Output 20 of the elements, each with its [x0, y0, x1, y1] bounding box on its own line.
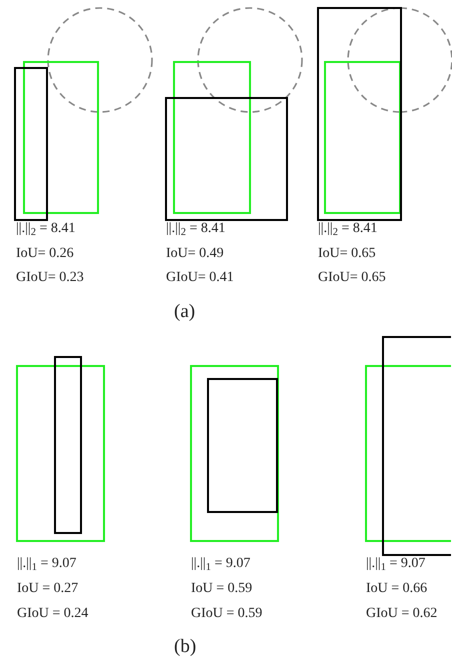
metric-value: GIoU = 0.62: [366, 605, 438, 622]
metric-value: IoU = 0.59: [191, 580, 252, 598]
metric-value: GIoU = 0.59: [191, 605, 262, 622]
metric-value: ||.||$_{2}$ = 8.41: [318, 220, 378, 238]
metric-value: IoU = 0.66: [366, 580, 428, 598]
metric-value: ||.||$_{1}$ = 9.07: [366, 555, 426, 572]
metric-value: GIoU= 0.65: [318, 269, 386, 286]
metric-value: IoU= 0.65: [318, 245, 376, 262]
subfigure-label: (b): [174, 635, 196, 659]
metric-value: ||.||$_{1}$ = 9.07: [191, 555, 250, 572]
metric-value: GIoU= 0.41: [166, 269, 234, 286]
metric-value: ||.||$_{2}$ = 8.41: [16, 220, 76, 238]
metric-value: IoU= 0.26: [16, 245, 74, 262]
subfigure-label: (a): [174, 300, 196, 324]
metric-value: ||.||$_{1}$ = 9.07: [17, 555, 76, 572]
metric-value: IoU= 0.49: [166, 245, 224, 262]
metric-value: GIoU= 0.23: [16, 269, 84, 286]
metric-value: IoU = 0.27: [17, 580, 78, 598]
metric-value: ||.||$_{2}$ = 8.41: [166, 220, 226, 238]
metric-value: GIoU = 0.24: [17, 605, 88, 622]
